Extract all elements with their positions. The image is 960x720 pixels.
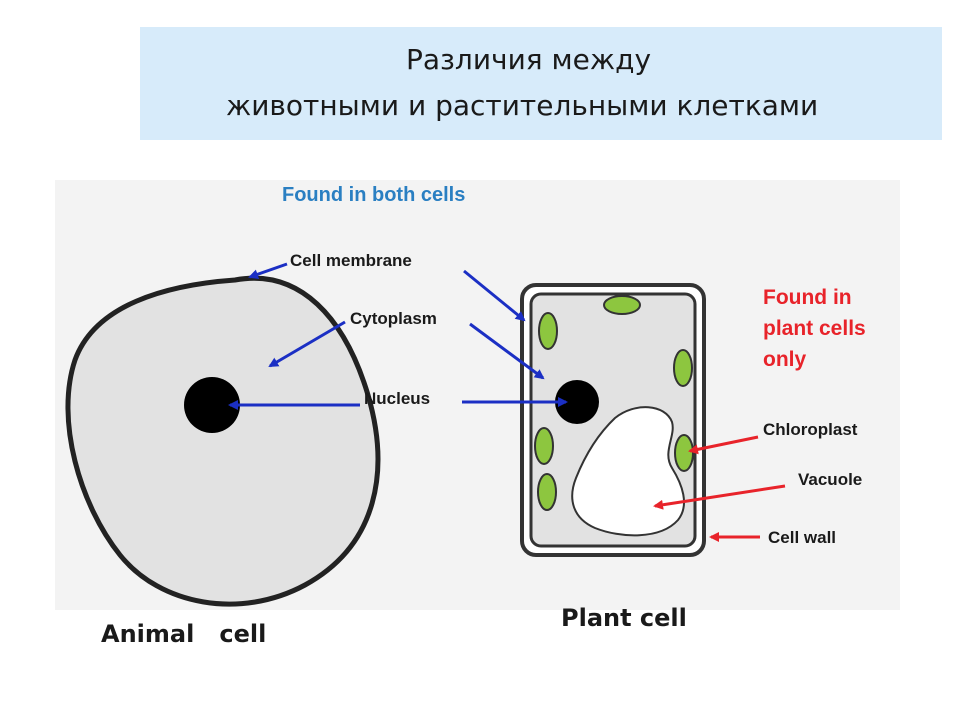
chloroplast [673, 349, 693, 387]
arrow-cytoplasm-animal [268, 320, 346, 368]
caption-animal-cell: Animal cell [101, 620, 267, 648]
chloroplast [603, 295, 641, 315]
chloroplast [674, 434, 694, 472]
animal-nucleus [184, 377, 240, 433]
arrow-cytoplasm-plant [469, 322, 545, 380]
label-vacuole: Vacuole [798, 470, 863, 489]
title-line-1: Различия между [406, 43, 652, 76]
arrow-vacuole [653, 484, 786, 510]
caption-plant-cell: Plant cell [561, 604, 687, 632]
label-cell-membrane: Cell membrane [290, 251, 412, 270]
label-nucleus: Nucleus [364, 389, 431, 408]
found-in-both-heading: Found in both cells [282, 184, 466, 206]
label-cytoplasm: Cytoplasm [350, 309, 437, 328]
label-chloroplast: Chloroplast [763, 420, 858, 439]
title-line-2: животными и растительными клетками [226, 89, 819, 122]
found-in-plant-only-heading: Found in plant cells only [763, 286, 866, 371]
title-banner: Различия между животными и растительными… [140, 27, 942, 140]
plant-nucleus [555, 380, 599, 424]
animal-cell [65, 275, 381, 607]
arrow-chloroplast [688, 435, 759, 455]
label-cell-wall: Cell wall [768, 528, 837, 547]
arrow-cell-membrane-plant [463, 269, 526, 322]
chloroplast [538, 312, 558, 350]
chloroplast [537, 473, 557, 511]
arrow-cell-membrane-animal [248, 262, 288, 280]
chloroplast [534, 427, 554, 465]
